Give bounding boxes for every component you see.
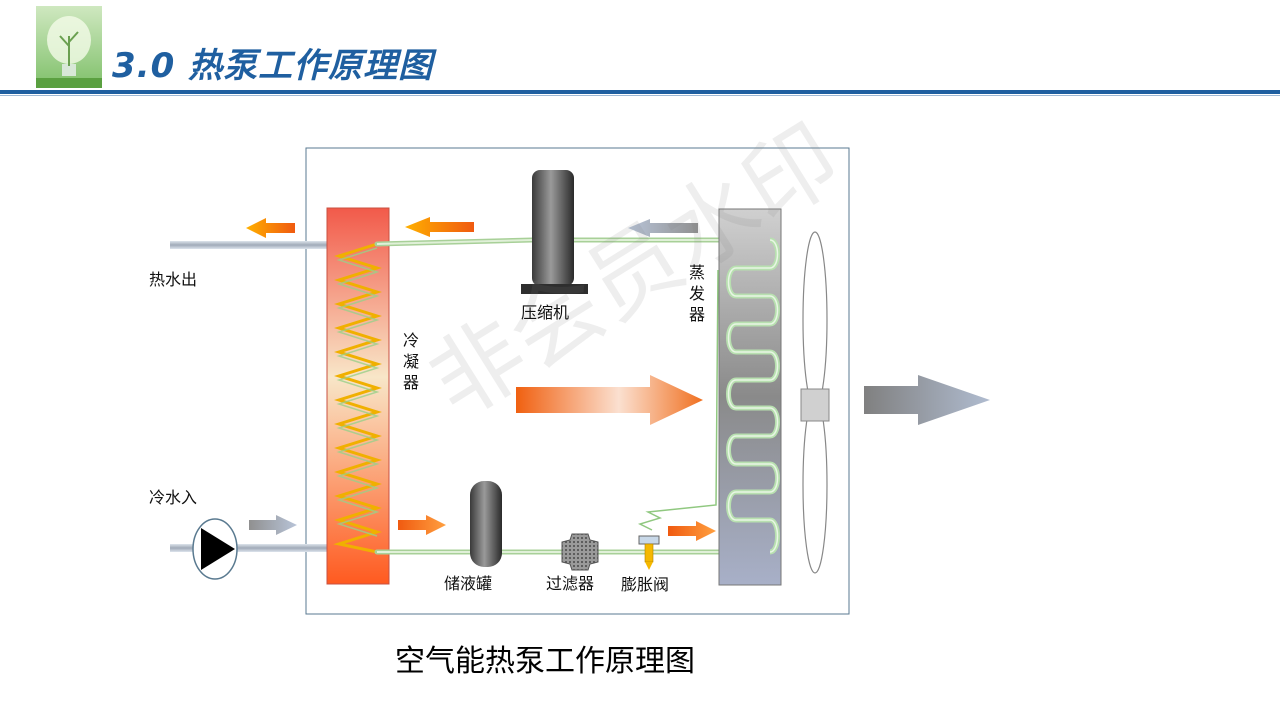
- receiver-tank-icon: [470, 481, 502, 567]
- heat-transfer-arrow: [516, 375, 703, 425]
- filter-icon: [561, 533, 599, 571]
- receiver-label: 储液罐: [444, 574, 493, 593]
- diagram-caption: 空气能热泵工作原理图: [395, 644, 695, 679]
- compressor-label: 压缩机: [521, 303, 570, 322]
- page-title: 3.0 热泵工作原理图: [112, 46, 434, 86]
- water-pump-icon: [192, 518, 238, 580]
- exhaust-air-arrow: [864, 375, 990, 425]
- condenser: [326, 207, 390, 585]
- cold-water-pipe: [170, 544, 328, 552]
- logo-icon: [36, 6, 102, 88]
- cold-water-in-label: 冷水入: [149, 488, 198, 507]
- filter-label: 过滤器: [546, 574, 595, 593]
- hot-gas-arrow: [405, 217, 474, 237]
- condenser-label: 冷凝器: [402, 331, 419, 392]
- hot-water-out-label: 热水出: [149, 270, 198, 289]
- suction-arrow: [628, 219, 698, 237]
- hot-water-pipe: [170, 241, 328, 249]
- condenser-coil: [333, 242, 382, 554]
- fan-icon: [800, 231, 830, 574]
- capillary-tube: [637, 269, 719, 531]
- expanded-arrow: [668, 521, 716, 541]
- cold-water-arrow: [249, 515, 297, 535]
- unit-enclosure: [305, 147, 850, 615]
- expansion-valve-label: 膨胀阀: [621, 575, 670, 594]
- hot-water-arrow: [246, 218, 295, 238]
- evaporator-label: 蒸发器: [688, 263, 705, 324]
- compressor-icon: [521, 170, 588, 294]
- header-divider: [0, 90, 1280, 94]
- liquid-arrow: [398, 515, 446, 535]
- expansion-valve-icon: [638, 535, 660, 570]
- header-divider-thin: [0, 95, 1280, 96]
